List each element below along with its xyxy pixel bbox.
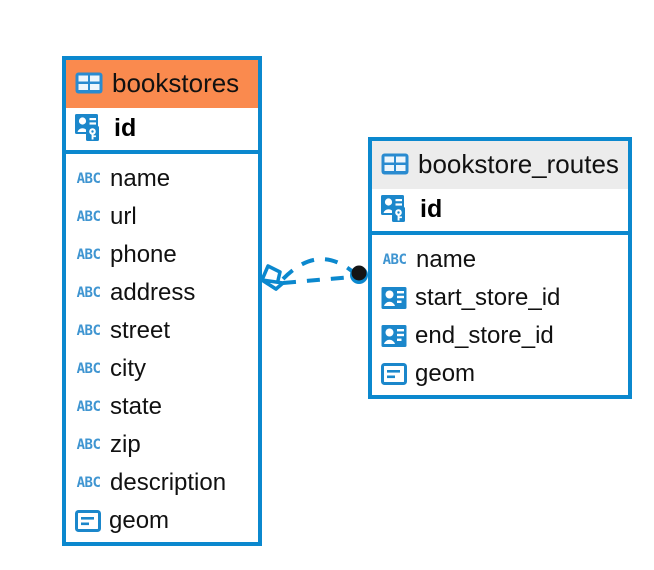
entity-field-bookstores-geom[interactable]: geom: [75, 502, 249, 540]
entity-bookstores[interactable]: bookstores id: [62, 56, 262, 546]
abc-text-icon: ABC: [76, 209, 101, 225]
abc-text-icon: ABC: [382, 252, 407, 268]
filled-circle-marker-ring: [350, 266, 368, 284]
entity-field-bookstores-state[interactable]: ABC state: [75, 388, 249, 426]
entity-field-label: description: [110, 469, 227, 496]
entity-field-bookstores-description[interactable]: ABC description: [75, 464, 249, 502]
entity-field-bookstore-routes-geom[interactable]: geom: [381, 355, 619, 393]
primary-key-icon: [381, 195, 411, 223]
table-icon: [381, 153, 409, 175]
entity-field-bookstores-city[interactable]: ABC city: [75, 350, 249, 388]
foreign-key-icon: [381, 286, 407, 310]
entity-title-bookstore-routes: bookstore_routes: [418, 149, 619, 179]
table-icon: [75, 72, 103, 94]
abc-text-icon: ABC: [76, 247, 101, 263]
entity-field-label: street: [110, 317, 171, 344]
geometry-icon: [381, 363, 407, 385]
entity-field-bookstores-zip[interactable]: ABC zip: [75, 426, 249, 464]
abc-text-icon: ABC: [76, 285, 101, 301]
entity-field-label: geom: [109, 507, 170, 534]
diamond-marker[interactable]: [260, 264, 282, 291]
filled-circle-marker[interactable]: [351, 265, 367, 281]
abc-text-icon: ABC: [76, 361, 101, 377]
entity-title-bookstores: bookstores: [112, 68, 240, 98]
entity-field-label: id: [114, 113, 137, 142]
entity-field-label: name: [416, 246, 477, 273]
entity-field-label: end_store_id: [415, 322, 554, 349]
abc-text-icon: ABC: [76, 171, 101, 187]
entity-field-label: city: [110, 355, 146, 382]
entity-field-bookstores-phone[interactable]: ABC phone: [75, 236, 249, 274]
primary-key-icon: [75, 114, 105, 142]
entity-field-bookstore-routes-name[interactable]: ABC name: [381, 241, 619, 279]
foreign-key-icon: [381, 324, 407, 348]
entity-field-bookstores-id[interactable]: id: [66, 108, 258, 154]
relationship-edge-straight[interactable]: [282, 275, 353, 285]
entity-field-bookstores-address[interactable]: ABC address: [75, 274, 249, 312]
entity-field-bookstores-street[interactable]: ABC street: [75, 312, 249, 350]
entity-fields-bookstores: ABC name ABC url ABC phone ABC: [66, 154, 258, 548]
entity-fields-bookstore-routes: ABC name start_store_id: [372, 235, 628, 401]
entity-field-bookstore-routes-start-store-id[interactable]: start_store_id: [381, 279, 619, 317]
entity-field-label: url: [110, 203, 137, 230]
entity-field-label: name: [110, 165, 171, 192]
entity-field-label: state: [110, 393, 163, 420]
entity-field-bookstore-routes-id[interactable]: id: [372, 189, 628, 235]
entity-field-bookstores-name[interactable]: ABC name: [75, 160, 249, 198]
entity-field-label: address: [110, 279, 196, 306]
abc-text-icon: ABC: [76, 475, 101, 491]
entity-field-label: start_store_id: [415, 284, 561, 311]
diamond-marker-tail: [260, 278, 285, 291]
entity-field-bookstore-routes-end-store-id[interactable]: end_store_id: [381, 317, 619, 355]
geometry-icon: [75, 510, 101, 532]
abc-text-icon: ABC: [76, 399, 101, 415]
entity-field-bookstores-url[interactable]: ABC url: [75, 198, 249, 236]
abc-text-icon: ABC: [76, 437, 101, 453]
entity-field-label: geom: [415, 360, 476, 387]
relationship-edge-curved[interactable]: [281, 257, 355, 281]
abc-text-icon: ABC: [76, 323, 101, 339]
entity-field-label: id: [420, 194, 443, 223]
entity-header-bookstores[interactable]: bookstores: [66, 60, 258, 108]
entity-field-label: zip: [110, 431, 141, 458]
entity-bookstore-routes[interactable]: bookstore_routes id: [368, 137, 632, 399]
entity-header-bookstore-routes[interactable]: bookstore_routes: [372, 141, 628, 189]
entity-field-label: phone: [110, 241, 177, 268]
